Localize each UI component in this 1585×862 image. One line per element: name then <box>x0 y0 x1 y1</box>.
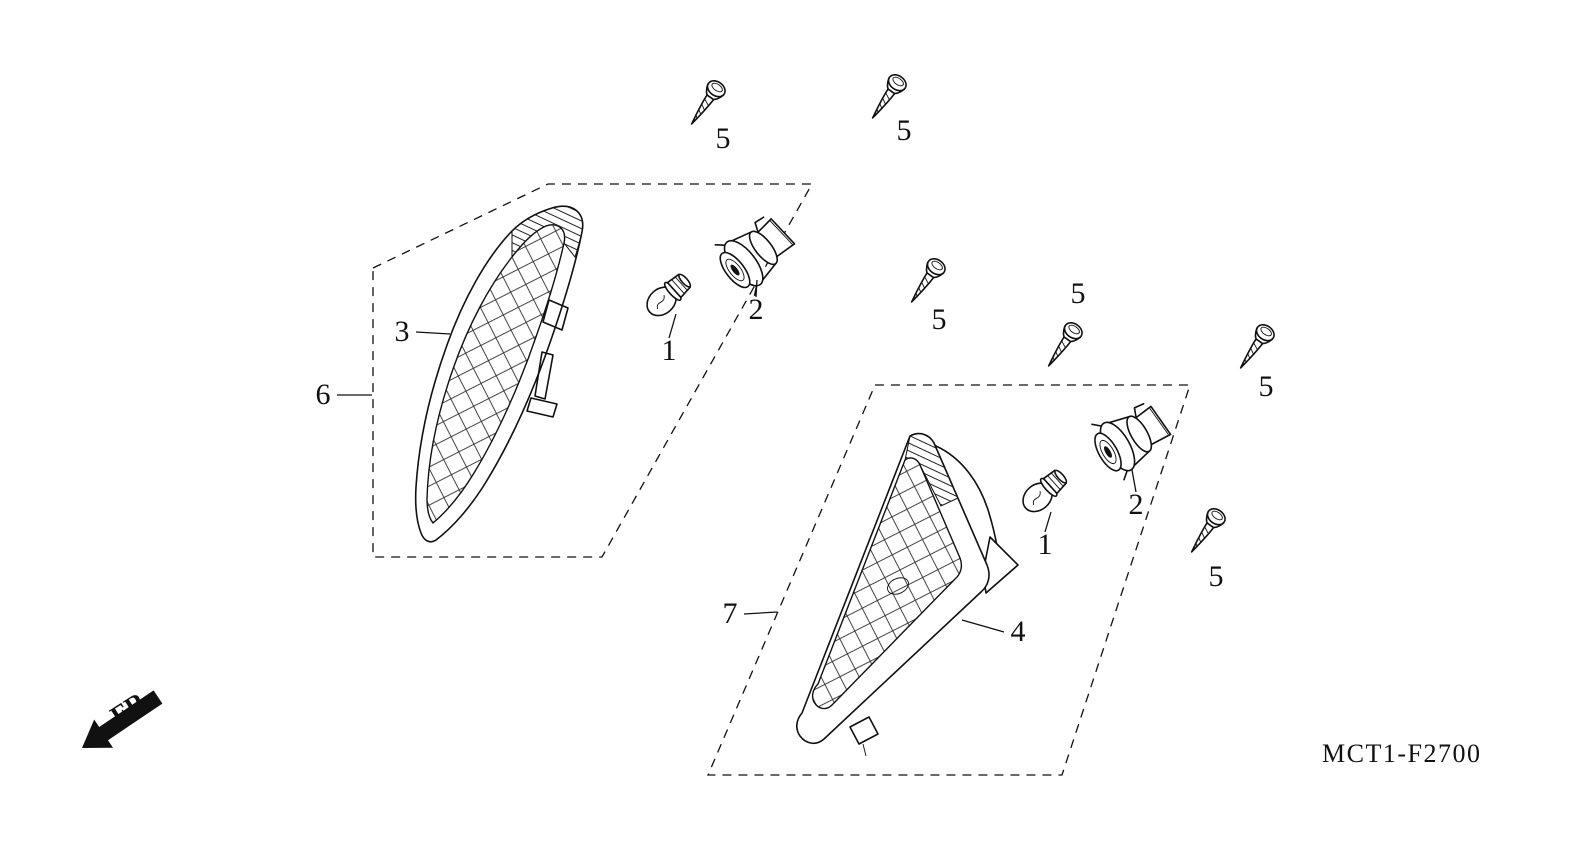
bulb-right <box>1016 464 1072 519</box>
leader-2-left <box>755 279 758 298</box>
screw-mid-left-icon <box>903 254 949 309</box>
winker-assembly-left <box>414 205 584 543</box>
leader-3 <box>415 331 451 335</box>
diagram-code: MCT1-F2700 <box>1322 739 1481 768</box>
screw-mid-center-icon <box>1040 318 1086 373</box>
lamp-right-bottom-pin <box>862 743 867 757</box>
part-label-4: 4 <box>1011 615 1026 648</box>
part-label-5-mid-right: 5 <box>1259 370 1274 403</box>
lamp-right-housing-edge <box>935 445 998 547</box>
lens-left-foot <box>526 397 558 418</box>
lamp-right-groove-band <box>904 433 959 507</box>
part-label-1-left: 1 <box>662 334 677 367</box>
assembly-outline-right <box>707 384 1191 776</box>
part-label-5-bottom: 5 <box>1209 560 1224 593</box>
lens-left-hatch <box>426 224 566 524</box>
winker-assembly-right <box>796 432 1019 757</box>
lamp-right-tab <box>982 536 1019 594</box>
part-label-2-right: 2 <box>1129 488 1144 521</box>
part-label-5-top-right: 5 <box>897 114 912 147</box>
bulb-left <box>640 268 696 323</box>
socket-right <box>1083 391 1180 486</box>
part-label-7: 7 <box>723 597 738 630</box>
fr-direction: FR. <box>82 683 163 748</box>
screw-mid-right-icon <box>1232 320 1278 375</box>
part-label-5-top-left: 5 <box>716 122 731 155</box>
part-label-5-mid-left: 5 <box>932 303 947 336</box>
part-label-2-left: 2 <box>749 293 764 326</box>
part-labels: 3 6 1 2 5 5 5 5 5 5 7 4 1 2 <box>316 114 1274 648</box>
screw-bottom-icon <box>1183 504 1229 559</box>
leader-lines <box>337 279 1137 633</box>
leader-1-right <box>1044 511 1052 533</box>
lens-left-bracket <box>542 299 569 331</box>
part-label-5-mid-center: 5 <box>1071 277 1086 310</box>
lens-left-stem <box>534 351 554 400</box>
leader-1-left <box>668 313 677 339</box>
part-label-3: 3 <box>395 315 410 348</box>
leader-4 <box>961 619 1005 633</box>
leader-7 <box>743 611 778 615</box>
lens-left-groove-band <box>511 205 584 259</box>
leader-2-right <box>1131 469 1137 493</box>
lamp-right-bottom-tab <box>849 716 879 745</box>
assembly-outline-left <box>372 183 814 558</box>
lamp-right-boss <box>887 577 909 595</box>
fr-arrow-icon <box>82 690 163 748</box>
part-label-1-right: 1 <box>1038 528 1053 561</box>
part-label-6: 6 <box>316 378 331 411</box>
